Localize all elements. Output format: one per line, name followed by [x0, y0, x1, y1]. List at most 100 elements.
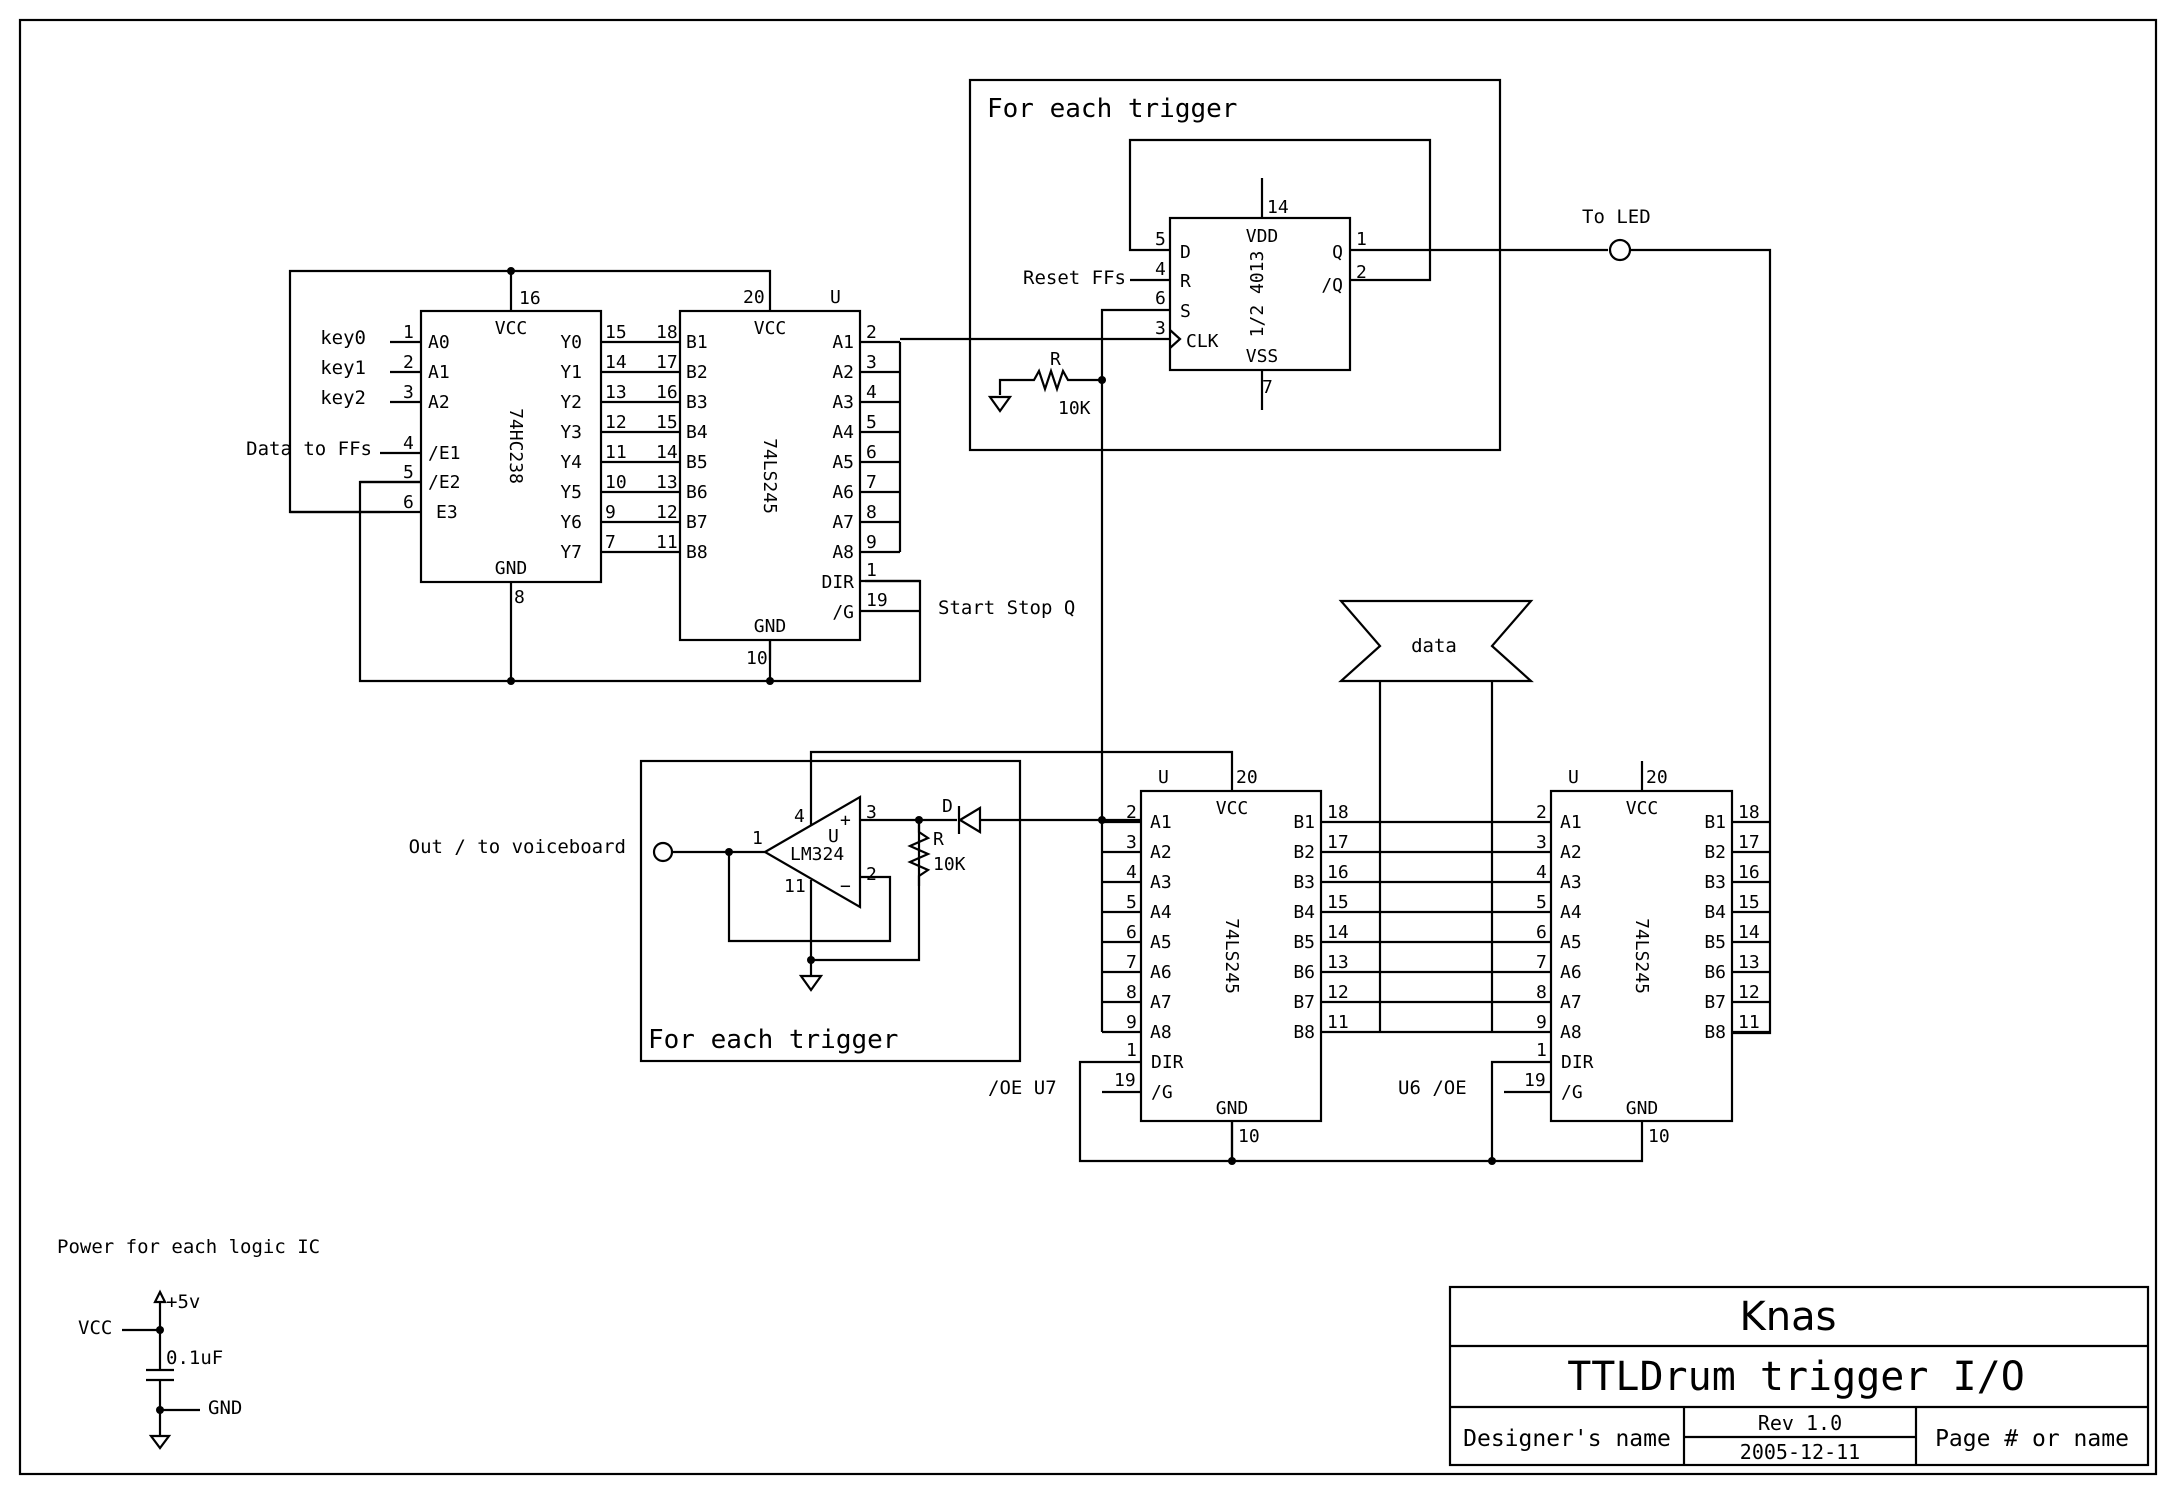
buffer-u6-a-name-4: A5: [1560, 932, 1582, 953]
buffer-u6-b-pin-7: 11: [1738, 1012, 1760, 1033]
buffer-top-a-name-1: A2: [832, 362, 854, 383]
buffer-top-a-pin-7: 9: [866, 532, 877, 553]
buffer-u7-b-name-2: B3: [1293, 872, 1315, 893]
decoder-out-pin-4: 11: [605, 442, 627, 463]
buffer-u6-vcc: VCC: [1626, 798, 1659, 819]
buffer-top-b-name-7: B8: [686, 542, 708, 563]
ff-pin-name-s: S: [1180, 301, 1191, 322]
power-title: Power for each logic IC: [57, 1236, 320, 1258]
buffer-top-a-name-6: A7: [832, 512, 854, 533]
sheet-border: [18, 18, 2158, 1476]
buffer-u7-b-pin-7: 11: [1327, 1012, 1349, 1033]
buffer-top-dir: DIR: [821, 572, 854, 593]
buffer-u6-a-name-0: A1: [1560, 812, 1582, 833]
buffer-u7-vcc-pin: 20: [1236, 767, 1258, 788]
buffer-u6-g-pin: 19: [1524, 1070, 1546, 1091]
ff-vss-pin: 7: [1262, 377, 1273, 398]
ff-frame-title: For each trigger: [987, 94, 1237, 124]
buffer-top-b-pin-7: 11: [656, 532, 678, 553]
buffer-top-a-pin-0: 2: [866, 322, 877, 343]
buffer-top-a-pin-4: 6: [866, 442, 877, 463]
ff-vss: VSS: [1246, 346, 1279, 367]
buffer-u7-b-pin-0: 18: [1327, 802, 1349, 823]
oe-u6-label: U6 /OE: [1398, 1077, 1467, 1099]
buffer-u7-a-pin-4: 6: [1126, 922, 1137, 943]
opamp-diode-ref: D: [942, 796, 953, 817]
buffer-u7-dir: DIR: [1151, 1052, 1184, 1073]
buffer-top-gnd-pin: 10: [746, 648, 768, 669]
buffer-u6-b-name-7: B8: [1704, 1022, 1726, 1043]
buffer-u7-b-pin-2: 16: [1327, 862, 1349, 883]
buffer-u7-b-name-6: B7: [1293, 992, 1315, 1013]
ff-pin-name-d: D: [1180, 242, 1191, 263]
buffer-u6-74ls245: U 20 VCC GND 10 74LS245 DIR /G 1 19 A1 A…: [1490, 761, 1770, 1163]
title-text: TTLDrum trigger I/O: [1567, 1354, 2025, 1400]
decoder-in-pin-1: 2: [403, 352, 414, 373]
buffer-u6-b-pin-0: 18: [1738, 802, 1760, 823]
decoder-bus-wires: [601, 340, 680, 554]
buffer-u7-a-name-0: A1: [1150, 812, 1172, 833]
power-gnd: GND: [208, 1397, 242, 1419]
opamp-pin-out: 1: [752, 828, 763, 849]
buffer-top-designator: U: [830, 287, 841, 308]
decoder-out-pin-0: 15: [605, 322, 627, 343]
buffer-u6-b-pin-1: 17: [1738, 832, 1760, 853]
ff-pin-num-r: 4: [1155, 259, 1166, 280]
decoder-in-name-2: A2: [428, 392, 450, 413]
title-company: Knas: [1740, 1294, 1837, 1340]
ff-vdd: VDD: [1246, 226, 1279, 247]
reset-ffs-label: Reset FFs: [1023, 267, 1126, 289]
opamp-pin-gnd: 11: [784, 876, 806, 897]
decoder-in-pin-4: 5: [403, 462, 414, 483]
buffer-top-b-name-0: B1: [686, 332, 708, 353]
ff-pin-num-clk: 3: [1155, 318, 1166, 339]
buffer-u7-a-pin-2: 4: [1126, 862, 1137, 883]
buffer-u7-a-name-7: A8: [1150, 1022, 1172, 1043]
buffer-u6-a-pin-4: 6: [1536, 922, 1547, 943]
ff-vdd-pin: 14: [1267, 197, 1289, 218]
buffer-u7-gnd-pin: 10: [1238, 1126, 1260, 1147]
buffer-top-a-name-5: A6: [832, 482, 854, 503]
buffer-top-dir-pin: 1: [866, 560, 877, 581]
buffer-top-g-pin: 19: [866, 590, 888, 611]
buffer-top-a-pin-6: 8: [866, 502, 877, 523]
buffer-u7-a-name-2: A3: [1150, 872, 1172, 893]
opamp-out-label: Out / to voiceboard: [409, 836, 626, 858]
buffer-top-a-pin-3: 5: [866, 412, 877, 433]
buffer-u6-a-name-3: A4: [1560, 902, 1582, 923]
oe-u7-label: /OE U7: [988, 1077, 1057, 1099]
buffer-u6-b-name-4: B5: [1704, 932, 1726, 953]
decoder-out-pin-6: 9: [605, 502, 616, 523]
buffer-top-vcc: VCC: [754, 318, 787, 339]
buffer-u7-b-name-3: B4: [1293, 902, 1315, 923]
opamp-pin-vcc: 4: [794, 806, 805, 827]
decoder-out-name-7: Y7: [560, 542, 582, 563]
buffer-top-part-name: 74LS245: [759, 438, 780, 514]
to-led-label: To LED: [1582, 206, 1651, 228]
decoder-in-pin-0: 1: [403, 322, 414, 343]
buffer-u6-b-pin-6: 12: [1738, 982, 1760, 1003]
opamp-resistor-ref: R: [933, 829, 944, 850]
buffer-u6-a-name-1: A2: [1560, 842, 1582, 863]
buffer-top-b-name-2: B3: [686, 392, 708, 413]
buffer-u7-a-pin-0: 2: [1126, 802, 1137, 823]
buffer-top-b-pin-5: 13: [656, 472, 678, 493]
decoder-in-name-4: /E2: [428, 472, 461, 493]
buffer-u7-b-pin-4: 14: [1327, 922, 1349, 943]
decoder-in-net-1: key1: [320, 357, 366, 379]
data-bus-label: data: [1411, 635, 1457, 657]
buffer-u7-b-name-1: B2: [1293, 842, 1315, 863]
buffer-u7-b-name-5: B6: [1293, 962, 1315, 983]
buffer-top-b-name-6: B7: [686, 512, 708, 533]
ff-pin-name-clk: CLK: [1186, 331, 1219, 352]
buffer-u7-b-pin-6: 12: [1327, 982, 1349, 1003]
buffer-u6-designator: U: [1568, 767, 1579, 788]
decoder-vcc-pin: 16: [519, 288, 541, 309]
buffer-u6-a-pin-1: 3: [1536, 832, 1547, 853]
buffer-u6-a-pin-2: 4: [1536, 862, 1547, 883]
ff-pin-num-nq: 2: [1356, 262, 1367, 283]
buffer-u6-b-name-0: B1: [1704, 812, 1726, 833]
buffer-top-b-name-1: B2: [686, 362, 708, 383]
buffer-u6-a-name-6: A7: [1560, 992, 1582, 1013]
buffer-u6-a-name-7: A8: [1560, 1022, 1582, 1043]
